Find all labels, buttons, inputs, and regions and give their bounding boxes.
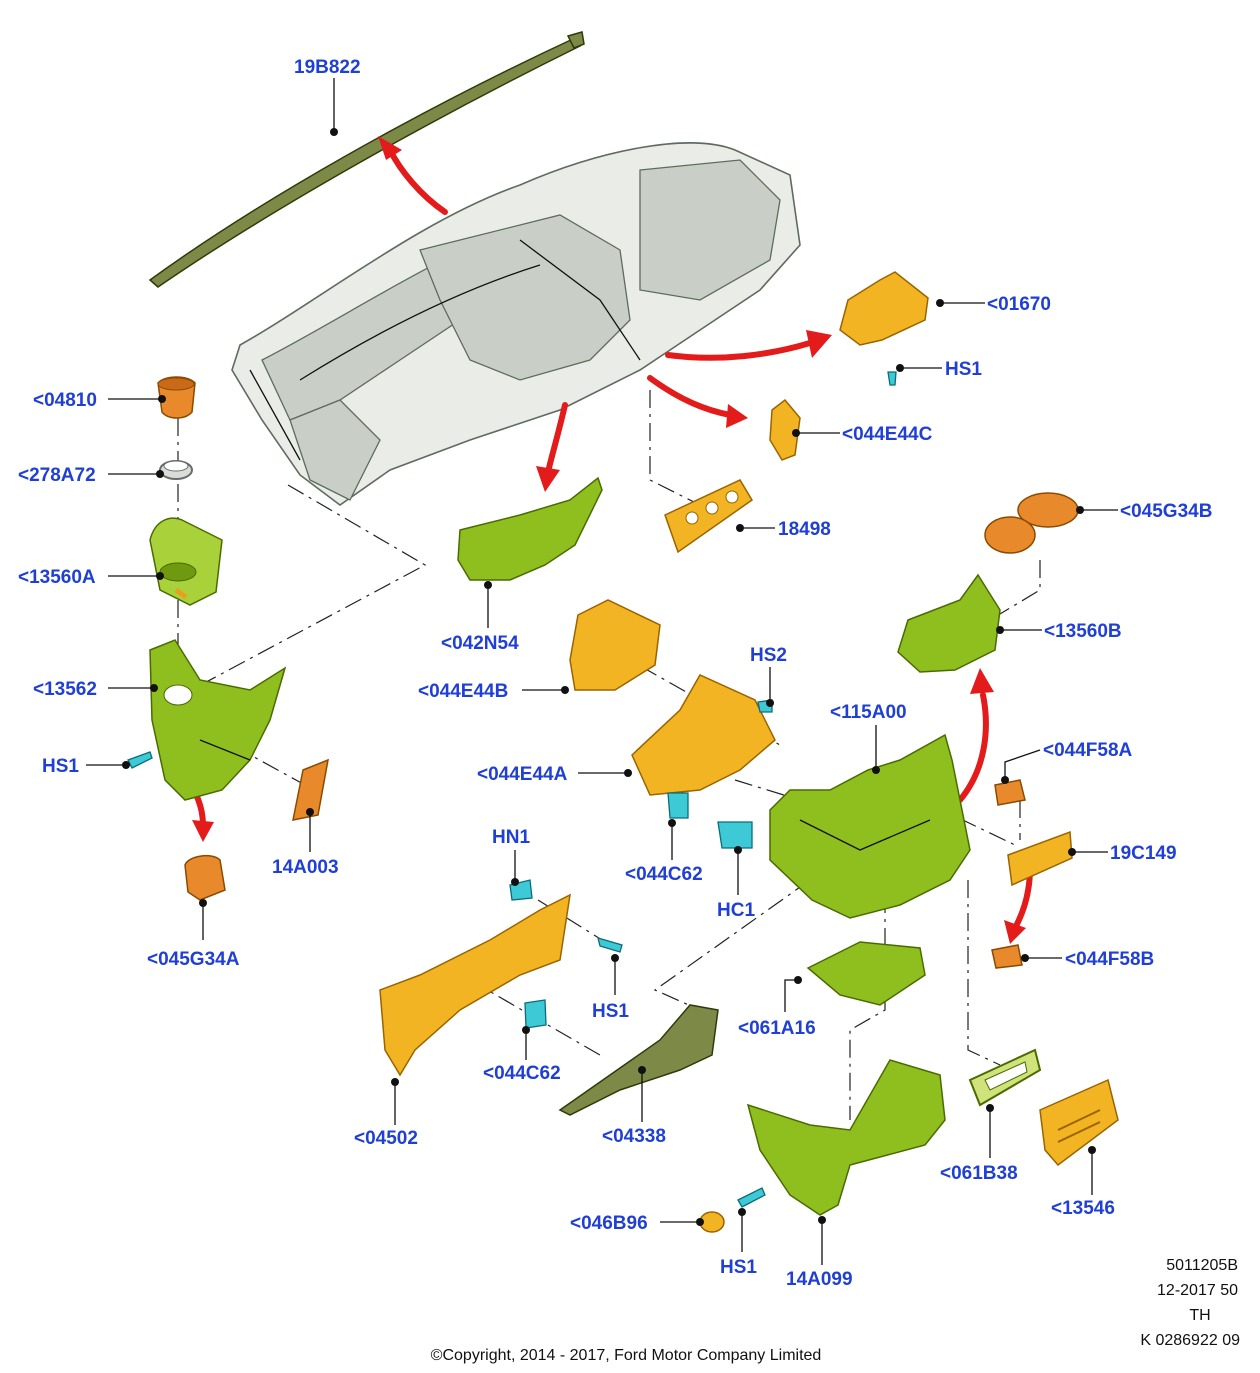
label-04810: <04810 <box>33 390 97 411</box>
arrow-to-19B822 <box>387 147 448 215</box>
part-115A00-console <box>769 733 971 919</box>
part-044F58A-clip <box>994 779 1026 806</box>
fasteners <box>127 371 897 1208</box>
fastener-044C62-upper <box>667 792 689 819</box>
label-13562: <13562 <box>33 679 97 700</box>
part-19B822-defroster-strip <box>148 31 585 288</box>
label-04338: <04338 <box>602 1126 666 1147</box>
footer: 5011205B 12-2017 50 TH K 0286922 09 ©Cop… <box>431 1257 1240 1364</box>
part-045G34B-mats <box>984 492 1079 554</box>
part-14A099-side-panel <box>746 1059 946 1216</box>
arrow-to-01670 <box>665 340 813 361</box>
label-045G34A: <045G34A <box>147 949 240 970</box>
part-278A72-ring <box>159 460 193 480</box>
part-044E44A-bracket <box>631 674 776 796</box>
footer-copyright: ©Copyright, 2014 - 2017, Ford Motor Comp… <box>431 1347 822 1364</box>
part-13560B-insert <box>897 573 1001 673</box>
part-061A16-tray <box>806 941 926 1006</box>
label-14A099: 14A099 <box>786 1269 853 1290</box>
part-01670-glove-box <box>839 271 929 346</box>
arrow-to-044E44C <box>647 375 733 418</box>
label-061B38: <061B38 <box>940 1163 1018 1184</box>
fastener-hs1-bottom <box>737 1187 766 1208</box>
label-061A16: <061A16 <box>738 1018 816 1039</box>
part-061B38-frame <box>968 1048 1042 1107</box>
label-045G34B: <045G34B <box>1120 501 1212 522</box>
label-044E44A: <044E44A <box>477 764 568 785</box>
label-18498: 18498 <box>778 519 831 540</box>
fastener-hs1-top <box>887 371 897 386</box>
label-hc1: HC1 <box>717 900 755 921</box>
part-042N54-bracket <box>457 476 603 581</box>
label-044E44C: <044E44C <box>842 424 933 445</box>
part-labels: 19B822 <01670 HS1 <044E44C <04810 <278A7… <box>18 57 1212 1290</box>
part-13546-vent <box>1039 1078 1119 1167</box>
fastener-044C62-lower <box>524 999 547 1029</box>
label-hs1-left: HS1 <box>42 756 79 777</box>
label-13560A: <13560A <box>18 567 96 588</box>
label-044C62-upper: <044C62 <box>625 864 703 885</box>
instrument-panel-body <box>231 142 801 506</box>
leader-lines <box>86 78 1118 1265</box>
label-hs2: HS2 <box>750 645 787 666</box>
part-044F58B-clip <box>991 944 1023 969</box>
label-044F58B: <044F58B <box>1065 949 1154 970</box>
label-hs1-mid: HS1 <box>592 1001 629 1022</box>
part-04338-panel <box>558 1004 719 1116</box>
footer-date: 12-2017 50 <box>1157 1282 1238 1299</box>
label-13560B: <13560B <box>1044 621 1122 642</box>
part-13560A-insert <box>149 517 223 606</box>
part-045G34A-mat <box>184 854 226 901</box>
footer-reference: K 0286922 09 <box>1140 1332 1240 1349</box>
label-044F58A: <044F58A <box>1043 740 1133 761</box>
arrow-to-13560B <box>957 692 989 803</box>
label-044E44B: <044E44B <box>418 681 508 702</box>
label-13546: <13546 <box>1051 1198 1115 1219</box>
part-04502-panel <box>379 893 571 1077</box>
label-hs1-bottom: HS1 <box>720 1257 757 1278</box>
label-01670: <01670 <box>987 294 1051 315</box>
label-hn1: HN1 <box>492 827 530 848</box>
label-042N54: <042N54 <box>441 633 519 654</box>
part-04810-cup <box>157 376 196 419</box>
footer-language: TH <box>1189 1307 1210 1324</box>
part-14A003-bracket <box>292 758 329 821</box>
fastener-hc1 <box>717 821 753 849</box>
fastener-hs1-left <box>127 751 153 769</box>
label-115A00: <115A00 <box>830 702 907 723</box>
label-04502: <04502 <box>354 1128 418 1149</box>
label-044C62-lower: <044C62 <box>483 1063 561 1084</box>
footer-drawing-code: 5011205B <box>1166 1257 1238 1274</box>
part-044E44B-bracket <box>569 599 661 691</box>
part-19C149-module <box>1007 830 1073 887</box>
part-13562-console-panel <box>149 639 287 801</box>
label-19C149: 19C149 <box>1110 843 1177 864</box>
part-044E44C-bracket <box>769 398 801 461</box>
label-hs1-top: HS1 <box>945 359 982 380</box>
label-14A003: 14A003 <box>272 857 339 878</box>
label-19B822: 19B822 <box>294 57 361 78</box>
fastener-hs1-mid <box>597 937 623 953</box>
label-046B96: <046B96 <box>570 1213 648 1234</box>
label-278A72: <278A72 <box>18 465 96 486</box>
arrow-to-042N54 <box>545 402 568 475</box>
part-18498-panel <box>664 479 754 554</box>
